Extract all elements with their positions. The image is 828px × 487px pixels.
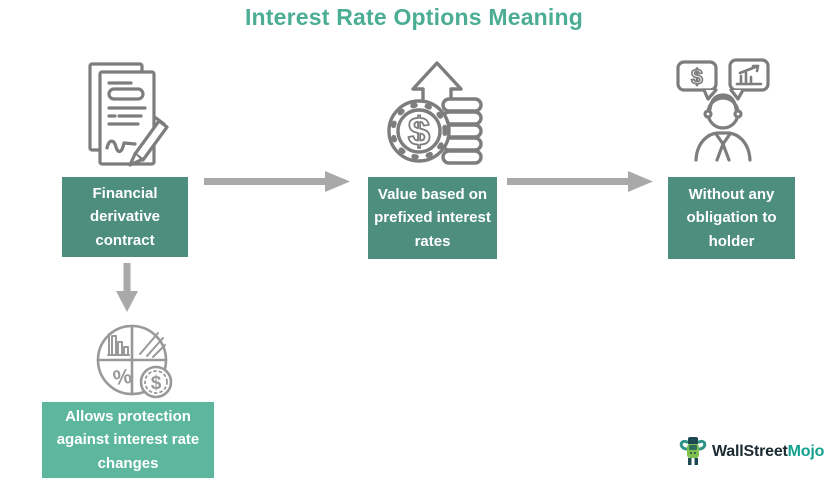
pie-hatch-glyph	[139, 332, 166, 358]
label-value-based-on-prefixed-rates: Value based on prefixed interest rates	[368, 177, 497, 259]
advisor-speech-bubbles-icon: $	[676, 58, 770, 162]
pie-chart-analysis-icon: % $	[96, 324, 173, 399]
contract-signing-icon	[88, 62, 169, 167]
label-text: Without any obligation to holder	[686, 186, 777, 250]
pie-bars-glyph	[107, 333, 130, 356]
page-title: Interest Rate Options Meaning	[244, 4, 584, 30]
pie-coin-dollar-symbol: $	[151, 373, 162, 394]
label-text: Financial derivative contract	[89, 185, 161, 249]
wallstreetmojo-bull-icon	[679, 437, 707, 465]
coins-growth-icon: $	[387, 61, 483, 165]
coin-dollar-symbol: $	[408, 110, 430, 154]
arrow-step1-to-branch	[116, 263, 138, 312]
arrow-step1-to-step2	[204, 171, 350, 192]
label-allows-protection-against-rate-changes: Allows protection against interest rate …	[42, 402, 214, 478]
label-text: Value based on prefixed interest rates	[374, 186, 491, 250]
pie-percent-symbol: %	[112, 365, 134, 390]
label-without-obligation-to-holder: Without any obligation to holder	[668, 177, 795, 259]
wallstreetmojo-logo: WallStreetMojo	[678, 436, 824, 468]
label-financial-derivative-contract: Financial derivative contract	[62, 177, 188, 257]
wordmark-part2: Mojo	[787, 443, 825, 460]
arrow-step2-to-step3	[507, 171, 653, 192]
bubble-chart-glyph	[735, 64, 763, 86]
wallstreetmojo-wordmark: WallStreetMojo	[712, 443, 824, 461]
bubble-dollar-symbol: $	[691, 66, 703, 89]
label-text: Allows protection against interest rate …	[56, 408, 200, 472]
wordmark-part1: WallStreet	[712, 443, 788, 460]
